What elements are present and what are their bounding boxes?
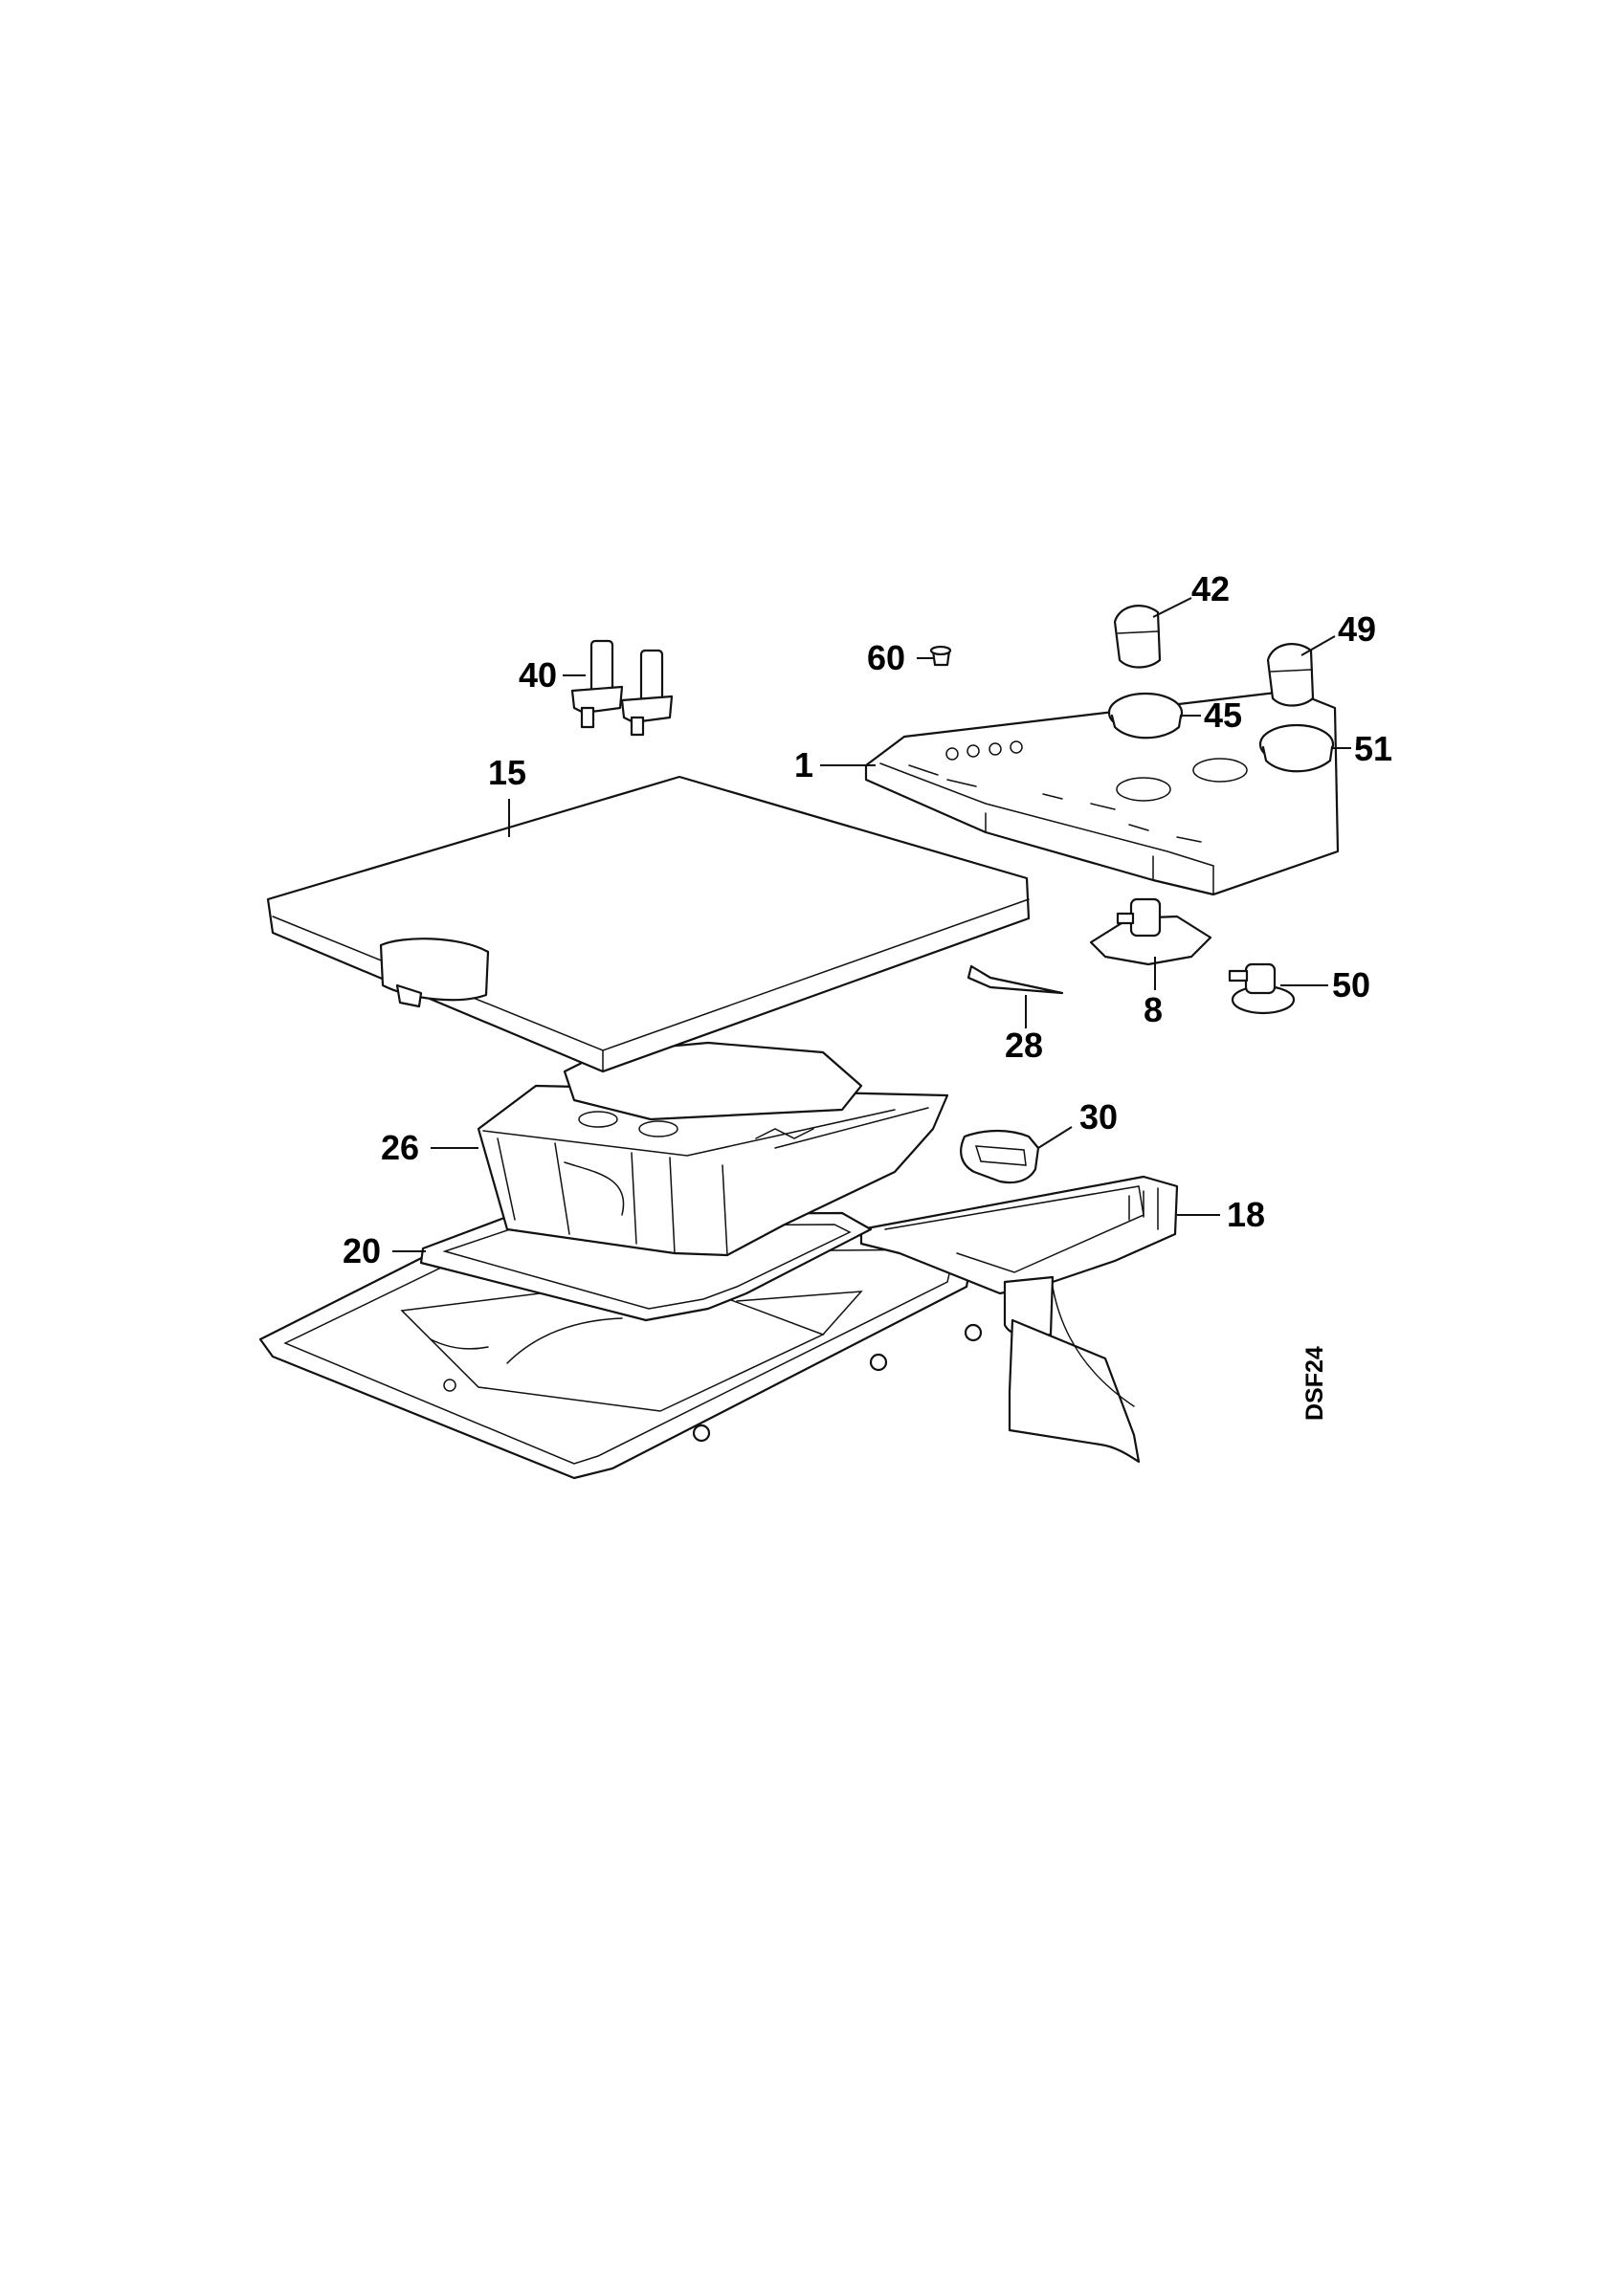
pin-part [967,964,1064,995]
callout-42: 42 [1191,569,1230,608]
callout-8: 8 [1144,990,1163,1029]
callout-40: 40 [519,655,557,695]
channel-rail-part [859,1175,1179,1464]
dispenser-drawer-part [477,1041,949,1257]
seal-part [1107,692,1184,740]
knob-part [1113,605,1162,669]
callout-20: 20 [343,1231,381,1270]
control-panel-part [864,689,1340,896]
callout-18: 18 [1227,1195,1265,1234]
knob-part [1266,643,1315,707]
lid-part [266,775,1031,1073]
callout-51: 51 [1354,729,1392,768]
callout-26: 26 [381,1128,419,1167]
callout-1: 1 [794,745,813,784]
callout-60: 60 [867,638,905,677]
seal-part [1258,723,1335,773]
handle-part [960,1129,1040,1184]
callout-15: 15 [488,753,526,792]
callout-28: 28 [1005,1026,1043,1065]
valve-part [1089,897,1212,966]
base-tray-part [258,1232,983,1480]
valve-part [1228,962,1296,1015]
plug-part [929,645,952,667]
callout-50: 50 [1332,965,1370,1004]
hinges-part [570,639,674,737]
diagram-code: DSF24 [1301,1346,1328,1421]
callout-45: 45 [1204,695,1242,735]
callout-49: 49 [1338,609,1376,649]
callout-labels: 40 60 42 49 45 51 15 1 8 50 28 26 30 18 … [343,569,1392,1270]
callout-30: 30 [1079,1097,1118,1137]
leader-lines [392,597,1351,1252]
